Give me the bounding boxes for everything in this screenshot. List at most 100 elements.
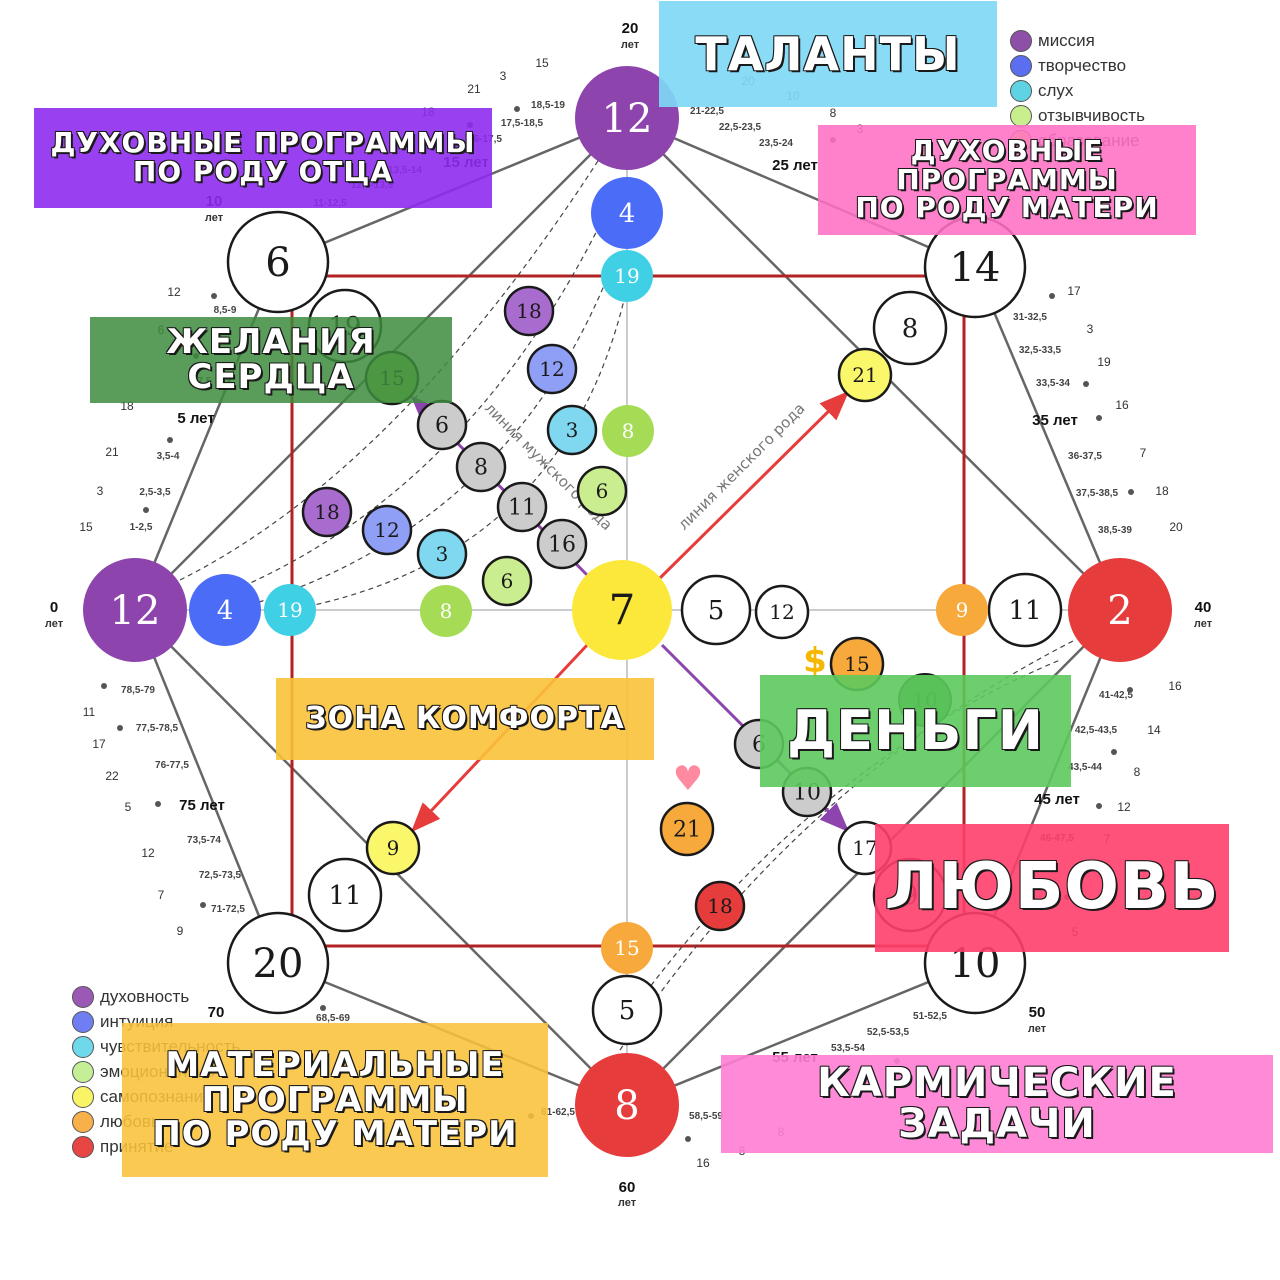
edge-br-1: 52,5-53,5 xyxy=(867,1027,910,1038)
edge-rb-n-2: 8 xyxy=(1134,765,1141,779)
circle-right-3-value: 9 xyxy=(956,598,969,622)
edge-dot xyxy=(1111,749,1117,755)
circle-top-2: 4 xyxy=(591,177,663,249)
circle-love-21-shape xyxy=(659,801,715,857)
age-45: 45 лет xyxy=(1034,791,1080,808)
circle-right-2-shape xyxy=(987,572,1063,648)
circle-left-2-shape xyxy=(189,574,261,646)
edge-dot xyxy=(1128,489,1134,495)
circle-bottom-2: 5 xyxy=(591,974,663,1046)
circle-top-right-value: 14 xyxy=(950,245,1001,291)
circle-bottom-2-value: 5 xyxy=(619,996,636,1026)
circle-bottom: 8 xyxy=(575,1053,679,1157)
circle-top-left-shape xyxy=(226,210,330,314)
circle-center-right-2-value: 12 xyxy=(769,600,794,624)
edge-lt-2: 3,5-4 xyxy=(157,451,180,462)
chakra-left-3-shape xyxy=(416,528,468,580)
circle-right-shape xyxy=(1068,558,1172,662)
chakra-top-3: 3 xyxy=(546,404,598,456)
circle-bottom-3: 15 xyxy=(601,922,653,974)
talents-banner: ТАЛАНТЫ xyxy=(659,1,997,107)
circle-bottom-left-3-shape xyxy=(365,820,421,876)
edge-br-3: 58,5-59 xyxy=(689,1111,723,1122)
circle-right: 2 xyxy=(1068,558,1172,662)
edge-dot xyxy=(1127,687,1133,693)
edge-dot xyxy=(320,1005,326,1011)
edge-tl-n-2: 15 xyxy=(535,56,549,70)
edge-rb-n-1: 14 xyxy=(1147,723,1161,737)
edge-lt-3: 2,5-3,5 xyxy=(139,487,171,498)
circle-bottom-left: 20 xyxy=(226,911,330,1015)
comfort-zone-banner: ЗОНА КОМФОРТА xyxy=(276,678,654,760)
female-line-label: линия женского рода xyxy=(674,399,808,533)
circle-top-value: 12 xyxy=(602,96,653,142)
age-50: 50 xyxy=(1029,1004,1046,1021)
edge-lb-n-1: 17 xyxy=(92,737,106,751)
legend-swatch xyxy=(1010,79,1032,102)
chakra-top-8-shape xyxy=(602,405,654,457)
circle-love-18-shape xyxy=(694,880,746,932)
edge-dot xyxy=(211,293,217,299)
circle-right-2-value: 11 xyxy=(1008,596,1041,626)
chakra-left-18-value: 18 xyxy=(314,500,339,524)
legend-swatch xyxy=(1010,104,1032,127)
circle-bottom-left-3-value: 9 xyxy=(387,836,400,860)
legend-label: слух xyxy=(1038,80,1074,100)
legend-swatch xyxy=(72,1135,94,1158)
edge-rt-1: 32,5-33,5 xyxy=(1019,345,1062,356)
chakra-left-3: 3 xyxy=(416,528,468,580)
age-20-let: лет xyxy=(621,39,640,51)
edge-lb-n-0: 11 xyxy=(83,705,96,719)
edge-lb-0: 78,5-79 xyxy=(121,685,155,696)
circle-left-shape xyxy=(83,558,187,662)
edge-dot xyxy=(200,902,206,908)
edge-lb-n-4: 12 xyxy=(141,846,155,860)
edge-lb-n-3: 5 xyxy=(125,800,132,814)
circle-top-3-shape xyxy=(601,250,653,302)
edge-dot xyxy=(1096,415,1102,421)
legend-swatch xyxy=(72,1060,94,1083)
circle-center-right-2-shape xyxy=(754,584,810,640)
heart-symbol: ♥ xyxy=(673,759,703,799)
age-10-let: лет xyxy=(205,212,224,224)
chakra-left-6-value: 6 xyxy=(501,569,514,593)
edge-dot xyxy=(155,801,161,807)
edge-tr-n-3: 8 xyxy=(830,106,837,120)
chakra-top-18: 18 xyxy=(503,285,555,337)
circle-left-3-shape xyxy=(264,584,316,636)
legend-swatch xyxy=(72,1010,94,1033)
legend-swatch xyxy=(72,1035,94,1058)
legend-item: слух xyxy=(1010,78,1145,103)
chakra-top-3-value: 3 xyxy=(566,418,579,442)
edge-rb-n-3: 12 xyxy=(1117,800,1131,814)
circle-left-value: 12 xyxy=(110,588,161,634)
edge-tl-1: 17,5-18,5 xyxy=(501,118,544,129)
circle-top-right-3-shape xyxy=(837,347,893,403)
circle-top-3-value: 19 xyxy=(614,264,639,288)
circle-love-18: 18 xyxy=(694,880,746,932)
legend-swatch xyxy=(72,985,94,1008)
legend-swatch xyxy=(72,1110,94,1133)
chakra-top-6: 6 xyxy=(576,465,628,517)
circle-love-21-value: 21 xyxy=(673,818,701,843)
male-line-16-shape xyxy=(536,518,588,570)
legend-label: творчество xyxy=(1038,55,1127,75)
edge-rt-n-6: 20 xyxy=(1169,520,1183,534)
edge-dot xyxy=(514,106,520,112)
edge-lb-1: 77,5-78,5 xyxy=(136,723,179,734)
edge-rt-5: 38,5-39 xyxy=(1098,525,1132,536)
edge-lt-n-0: 12 xyxy=(167,285,181,299)
circle-top-right-2-value: 8 xyxy=(902,314,919,344)
circle-left-3-value: 19 xyxy=(277,598,302,622)
female-line-arrow xyxy=(658,390,850,580)
circle-top-right-3: 21 xyxy=(837,347,893,403)
male-line-11: 11 xyxy=(496,481,548,533)
edge-lt-n-4: 3 xyxy=(97,484,104,498)
edge-dot xyxy=(101,683,107,689)
karmic-tasks-banner: КАРМИЧЕСКИЕ ЗАДАЧИ xyxy=(721,1055,1273,1153)
legend-item: отзывчивость xyxy=(1010,103,1145,128)
edge-bl-0: 68,5-69 xyxy=(316,1013,350,1024)
circle-bottom-3-value: 15 xyxy=(614,936,639,960)
circle-top-left-value: 6 xyxy=(265,240,290,286)
